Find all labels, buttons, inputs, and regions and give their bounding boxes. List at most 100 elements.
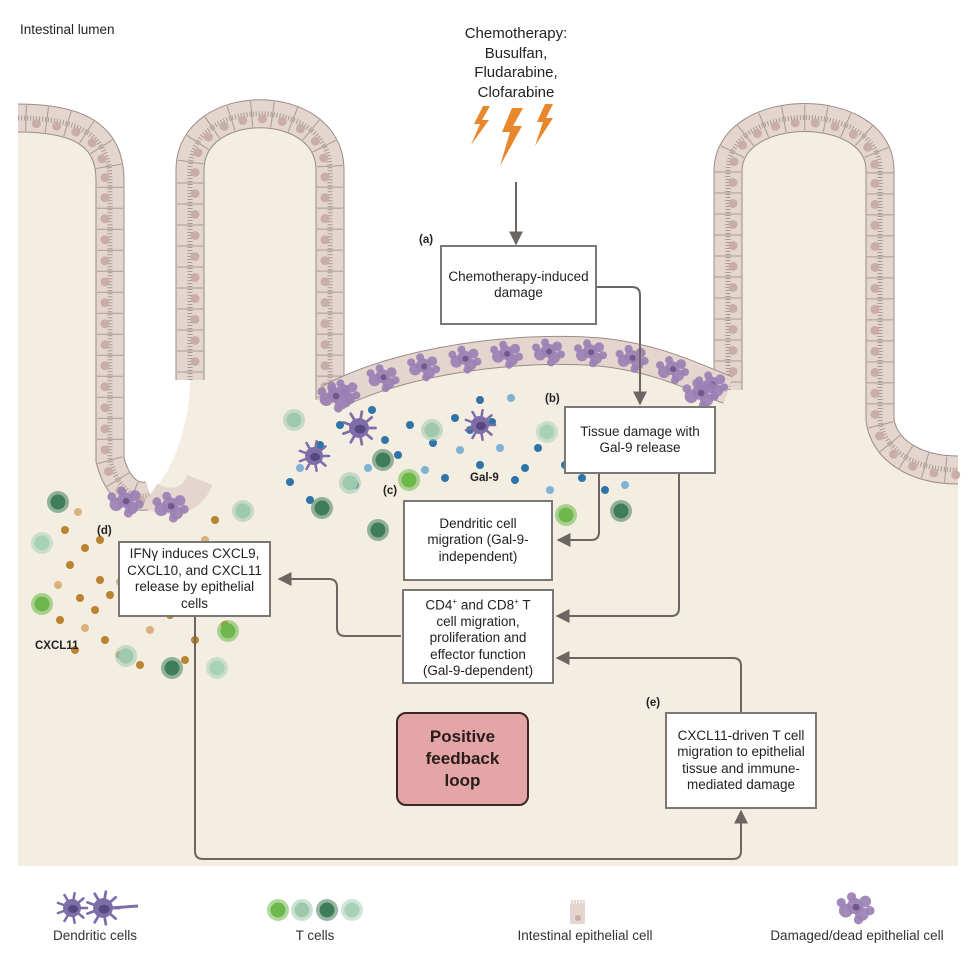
nucleus — [728, 241, 738, 250]
nucleus — [728, 304, 738, 313]
nucleus — [190, 189, 200, 198]
nucleus — [320, 214, 330, 224]
nucleus — [100, 403, 110, 413]
nucleus — [771, 121, 781, 131]
dendritic-cell-icon — [342, 410, 377, 446]
cxcl11-dot — [211, 516, 219, 524]
nucleus — [320, 298, 330, 308]
t-cell-icon — [267, 899, 289, 921]
nucleus — [752, 129, 762, 139]
t-cell-icon — [206, 657, 228, 679]
damaged-cell-icon — [574, 339, 608, 368]
nucleus — [100, 361, 110, 371]
nucleus — [190, 168, 200, 177]
gal9-dot — [296, 464, 304, 472]
nucleus — [728, 346, 738, 355]
nucleus — [810, 118, 820, 128]
arrow-e-to-cd — [555, 651, 742, 713]
chemotherapy-label: Chemotherapy: Busulfan, Fludarabine, Clo… — [430, 24, 602, 102]
nucleus — [100, 193, 110, 203]
gal9-dot — [534, 444, 542, 452]
damaged-cell-icon — [532, 338, 566, 367]
nucleus — [870, 325, 880, 335]
gal9-dot — [546, 486, 554, 494]
gal9-dot — [441, 474, 449, 482]
nucleus — [951, 470, 961, 480]
gal9-dot — [306, 496, 314, 504]
nucleus — [257, 114, 267, 124]
damaged-cells-layer — [107, 338, 875, 925]
nucleus — [190, 252, 200, 261]
nucleus — [728, 262, 738, 271]
nucleus — [728, 220, 738, 229]
nucleus — [908, 461, 918, 471]
nucleus — [100, 235, 110, 245]
gal9-label: Gal-9 — [470, 472, 499, 484]
nucleus — [320, 319, 330, 329]
nucleus — [310, 136, 320, 146]
nucleus — [728, 325, 738, 334]
nucleus — [870, 159, 880, 169]
nucleus — [100, 277, 110, 287]
cxcl11-dot — [76, 594, 84, 602]
nucleus — [870, 178, 880, 188]
nucleus — [203, 132, 213, 142]
step-d-box: IFNγ induces CXCL9, CXCL10, and CXCL11 r… — [118, 541, 271, 617]
legend-icons — [56, 890, 585, 926]
nucleus — [190, 336, 200, 345]
drug-clofarabine: Clofarabine — [477, 83, 555, 101]
nucleus — [848, 129, 858, 139]
damaged-cell-icon — [366, 364, 400, 393]
nucleus — [870, 409, 880, 419]
epithelial-cell-icon — [570, 900, 585, 924]
nucleus — [870, 283, 880, 293]
t-cell-icon — [47, 491, 69, 513]
step-d-tag: (d) — [97, 525, 112, 537]
nucleus — [97, 154, 107, 164]
arrow-d-to-e — [194, 615, 748, 860]
dendritic-cell-icon — [298, 439, 331, 473]
gal9-dot — [511, 476, 519, 484]
nucleus — [190, 294, 200, 303]
nucleus — [190, 231, 200, 240]
nucleus — [729, 157, 739, 167]
t-cell-icon — [536, 421, 558, 443]
nucleus — [100, 424, 110, 434]
nucleus — [320, 361, 330, 371]
gal9-dot — [381, 436, 389, 444]
step-c-tag: (c) — [383, 485, 398, 497]
gal9-dot — [621, 481, 629, 489]
nucleus — [100, 256, 110, 266]
dendritic-process — [109, 904, 139, 910]
nucleus — [870, 241, 880, 251]
step-e-box: CXCL11-driven T cell migration to epithe… — [665, 712, 817, 809]
cxcl11-dot — [81, 624, 89, 632]
lamina-propria — [18, 113, 958, 866]
cxcl11-dot — [71, 646, 79, 654]
t-cell-icon — [311, 497, 333, 519]
arrow-cd-to-d — [277, 572, 401, 637]
cxcl11-dot — [74, 508, 82, 516]
nucleus — [100, 319, 110, 329]
nucleus — [320, 172, 330, 182]
positive-feedback-loop-box: Positive feedback loop — [396, 712, 529, 806]
nucleus — [71, 127, 81, 137]
cxcl11-dot — [56, 616, 64, 624]
nucleus — [100, 445, 110, 455]
nucleus — [875, 431, 885, 441]
nucleus — [190, 210, 200, 219]
nucleus — [104, 467, 114, 477]
nucleus — [100, 298, 110, 308]
nucleus — [889, 449, 899, 459]
gal9-dot — [456, 446, 464, 454]
gal9-dot — [476, 396, 484, 404]
nucleus — [193, 148, 203, 158]
nucleus — [870, 199, 880, 209]
cxcl11-dot — [91, 606, 99, 614]
nucleus — [190, 273, 200, 282]
t-cell-icon — [283, 409, 305, 431]
cxcl11-dot — [101, 636, 109, 644]
t-cell-icon — [398, 469, 420, 491]
